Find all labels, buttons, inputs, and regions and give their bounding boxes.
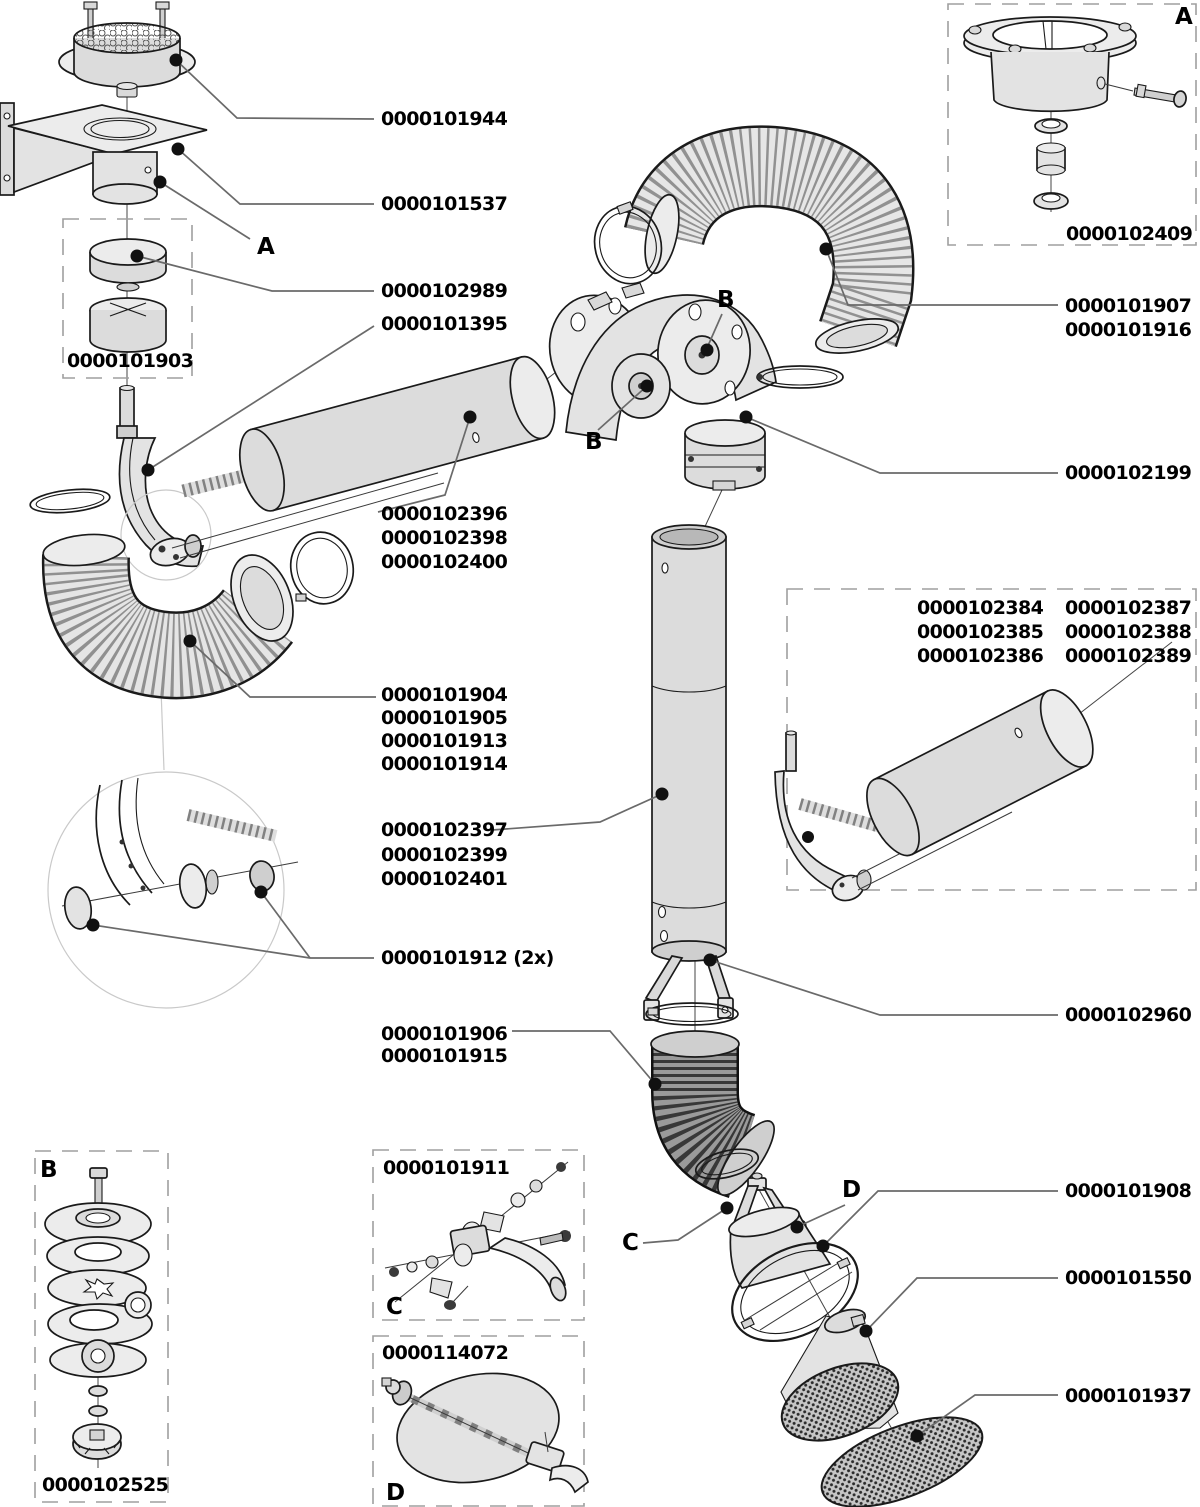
label-102386: 0000102386 <box>917 645 1044 667</box>
label-102385: 0000102385 <box>917 621 1043 643</box>
ceiling-plate-assembly <box>58 1 196 98</box>
label-102389: 0000102389 <box>1065 645 1191 667</box>
kit-C-parts <box>384 1161 571 1310</box>
kit-B-box <box>34 1150 169 1503</box>
label-102409: 0000102409 <box>1066 223 1192 245</box>
label-102387: 0000102387 <box>1065 597 1191 619</box>
label-101395: 0000101395 <box>381 313 507 335</box>
vertical-tube <box>643 524 734 1021</box>
kit-A-box <box>947 3 1197 246</box>
hose-elbow-top <box>623 125 915 354</box>
label-102525: 0000102525 <box>42 1474 168 1496</box>
leader-lines <box>92 59 1058 1437</box>
hose-elbow-left <box>41 533 294 700</box>
kit-C-box <box>372 1149 585 1321</box>
nut-icon <box>116 81 138 98</box>
label-101537: 0000101537 <box>381 193 507 215</box>
label-102401: 0000102401 <box>381 868 507 890</box>
label-102399: 0000102399 <box>381 844 507 866</box>
mesh-disc <box>820 1416 984 1507</box>
clamp-ring-left <box>289 531 355 605</box>
label-101550: 0000101550 <box>1065 1267 1192 1289</box>
label-102397: 0000102397 <box>381 819 507 841</box>
callout-letter-a: A <box>257 234 275 260</box>
label-102384: 0000102384 <box>917 597 1044 619</box>
arm-kit-tube <box>866 689 1094 857</box>
label-114072: 0000114072 <box>382 1342 508 1364</box>
hood-flange <box>728 1206 859 1343</box>
o-ring-mid <box>645 1002 739 1026</box>
label-101904: 0000101904 <box>381 684 508 706</box>
friction-joint <box>548 282 777 491</box>
label-101908: 0000101908 <box>1065 1180 1192 1202</box>
label-101916: 0000101916 <box>1065 319 1192 341</box>
callout-letter-b-box: B <box>40 1157 58 1183</box>
label-102388: 0000102388 <box>1065 621 1192 643</box>
callout-letter-b-left: B <box>585 429 603 455</box>
label-101907: 0000101907 <box>1065 295 1191 317</box>
label-101915: 0000101915 <box>381 1045 507 1067</box>
callout-letter-d-hood: D <box>842 1177 861 1203</box>
joint-clamp-cylinder <box>684 419 766 491</box>
ceiling-drum-grid <box>73 22 181 54</box>
part-number-labels: 0000101944 0000101537 0000102989 0000101… <box>42 108 1193 1496</box>
o-ring-left <box>29 488 111 514</box>
callout-letter-d-box: D <box>386 1480 405 1506</box>
label-102960: 0000102960 <box>1065 1004 1192 1026</box>
wall-bracket <box>0 102 208 205</box>
arm-tube-upper <box>238 355 556 512</box>
hose-elbow-bottom <box>650 1030 775 1198</box>
detail-circle <box>47 771 299 1009</box>
callout-letter-a-box: A <box>1175 4 1193 30</box>
callout-letter-b-top: B <box>717 287 735 313</box>
clamp-ring-hood <box>694 1148 760 1180</box>
kit-A-flange <box>963 16 1137 113</box>
clamp-ring-flat <box>756 365 844 389</box>
kit-A-screw <box>1104 83 1187 108</box>
kit-D-damper <box>381 1372 589 1494</box>
label-101906: 0000101906 <box>381 1023 508 1045</box>
label-102398: 0000102398 <box>381 527 508 549</box>
arm-pivot-bracket <box>116 384 212 581</box>
arm-kit-box <box>774 588 1197 902</box>
kit-A-spacers <box>1033 118 1069 210</box>
label-101905: 0000101905 <box>381 707 507 729</box>
label-101911: 0000101911 <box>383 1157 509 1179</box>
callout-letter-c-hood: C <box>622 1230 639 1256</box>
callout-letter-labels: A A B B B C C D D <box>40 4 1193 1506</box>
label-102396: 0000102396 <box>381 503 508 525</box>
callout-dots <box>86 53 924 1443</box>
kit-B-stack <box>44 1167 153 1460</box>
o-ring-top <box>593 201 663 285</box>
label-101913: 0000101913 <box>381 730 507 752</box>
hood-cone <box>780 1308 900 1442</box>
label-101912: 0000101912 (2x) <box>381 947 554 969</box>
label-101903: 0000101903 <box>67 350 193 372</box>
label-101937: 0000101937 <box>1065 1385 1191 1407</box>
kit-D-box <box>372 1335 589 1507</box>
label-101944: 0000101944 <box>381 108 508 130</box>
callout-letter-c-box: C <box>386 1294 403 1320</box>
label-101914: 0000101914 <box>381 753 508 775</box>
label-102400: 0000102400 <box>381 551 508 573</box>
label-102989: 0000102989 <box>381 280 507 302</box>
label-102199: 0000102199 <box>1065 462 1191 484</box>
